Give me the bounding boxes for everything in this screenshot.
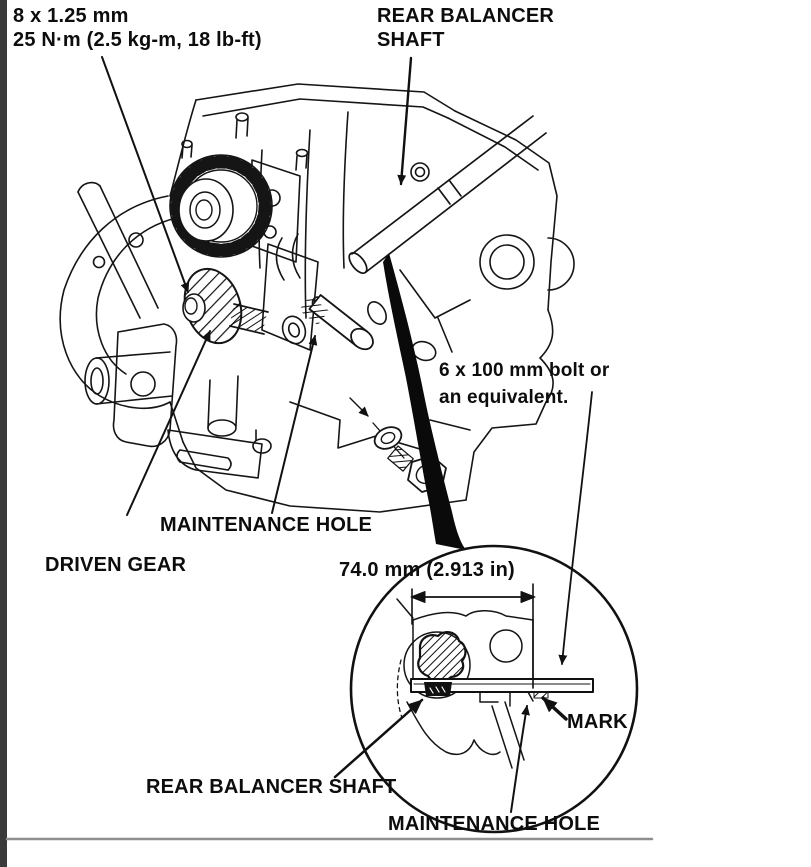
driven-gear-label: DRIVEN GEAR bbox=[45, 554, 187, 576]
mark-label: MARK bbox=[567, 711, 628, 733]
torque-spec-label: 8 x 1.25 mm 25 N·m (2.5 kg-m, 18 lb-ft) bbox=[13, 4, 262, 52]
torque-leader-arrow bbox=[101, 56, 190, 293]
maintenance-hole-mid-label: MAINTENANCE HOLE bbox=[160, 514, 373, 536]
rear-balancer-shaft-top-line1: REAR BALANCER bbox=[377, 5, 555, 27]
torque-spec-line1: 8 x 1.25 mm bbox=[13, 5, 129, 27]
dimension-arrow bbox=[410, 583, 536, 689]
detail-circle bbox=[349, 544, 639, 834]
rear-balancer-shaft-bottom-arrow bbox=[333, 698, 424, 779]
rear-balancer-shaft-drawing bbox=[229, 115, 547, 335]
torque-spec-line2: 25 N·m (2.5 kg-m, 18 lb-ft) bbox=[13, 29, 262, 51]
zoom-swoosh-arrow bbox=[383, 253, 466, 550]
driven-gear-leader-arrow bbox=[126, 330, 211, 516]
bolt-note-leader-arrow bbox=[558, 391, 593, 665]
maintenance-hole-bottom-label: MAINTENANCE HOLE bbox=[388, 813, 601, 835]
bolt-note-line1: 6 x 100 mm bolt or bbox=[439, 360, 610, 381]
rear-balancer-shaft-top-arrow bbox=[397, 56, 413, 186]
bolt-note-line2: an equivalent. bbox=[439, 387, 569, 408]
scan-edge-bar bbox=[0, 0, 7, 867]
rear-balancer-shaft-top-line2: SHAFT bbox=[377, 29, 445, 51]
leader-arrows bbox=[101, 56, 593, 813]
maintenance-hole-bottom-leader-arrow bbox=[510, 705, 530, 813]
maintenance-hole-mid-leader-arrow bbox=[271, 335, 318, 514]
rear-balancer-shaft-top-label: REAR BALANCER SHAFT bbox=[377, 4, 554, 52]
driven-gear-drawing bbox=[182, 267, 243, 345]
drive-gear-drawing bbox=[169, 154, 273, 258]
inserted-bolt-drawing bbox=[298, 294, 374, 351]
dimension-label: 74.0 mm (2.913 in) bbox=[339, 559, 515, 581]
rear-balancer-shaft-bottom-label: REAR BALANCER SHAFT bbox=[146, 776, 397, 798]
cross-section-drawing bbox=[396, 598, 594, 769]
bolt-note-label: 6 x 100 mm bolt or an equivalent. bbox=[439, 357, 609, 411]
mark-arrow bbox=[541, 696, 568, 721]
